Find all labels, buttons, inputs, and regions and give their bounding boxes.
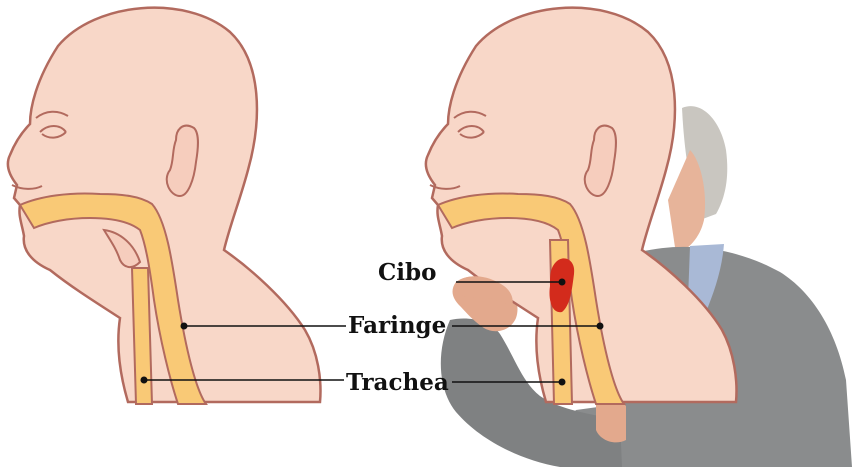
label-trachea: Trachea (346, 369, 449, 396)
left-head-diagram (8, 8, 321, 404)
label-cibo: Cibo (378, 259, 436, 286)
label-faringe: Faringe (348, 312, 446, 339)
left-trachea (132, 268, 152, 404)
